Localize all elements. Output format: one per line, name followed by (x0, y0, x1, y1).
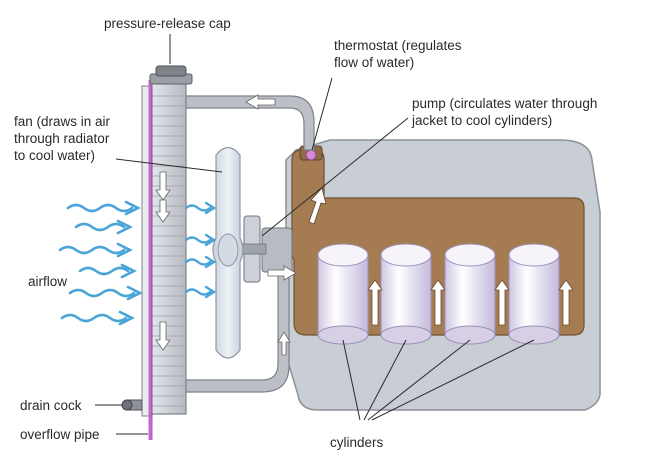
white-arrow-icon (267, 265, 297, 281)
label-thermostat-line-2: flow of water) (334, 55, 414, 70)
white-arrow-icon (367, 279, 383, 326)
wavy-arrow-icon (184, 233, 217, 247)
label-fan-line-2: through radiator (14, 131, 110, 146)
label-fan: fan (draws in air through radiator to co… (14, 114, 114, 163)
white-arrow-icon (308, 187, 327, 225)
cylinder-3 (444, 243, 496, 345)
wavy-arrow-icon (184, 201, 217, 215)
white-arrow-icon (430, 279, 446, 326)
wavy-arrow-icon (184, 285, 217, 299)
cylinder-2 (380, 243, 432, 345)
wavy-arrow-icon (74, 219, 133, 235)
leader-cylinder-3 (367, 339, 471, 421)
label-pressure-release-cap: pressure-release cap (104, 16, 231, 31)
label-pump: pump (circulates water through jacket to… (411, 96, 601, 128)
radiator-flow-arrows (155, 171, 171, 351)
wavy-arrow-icon (78, 263, 137, 279)
cylinder-group (317, 243, 560, 345)
leader-cylinder-2 (363, 339, 407, 421)
leader-pump (261, 117, 409, 237)
white-arrow-icon (155, 171, 171, 201)
water-pump (231, 215, 293, 283)
airflow-arrows-inner (184, 201, 217, 299)
white-arrow-icon (277, 331, 291, 356)
label-overflow-pipe: overflow pipe (20, 427, 100, 442)
leader-fan (115, 158, 223, 173)
white-arrow-icon (245, 94, 276, 110)
fan-hub (217, 233, 239, 267)
label-thermostat-line-1: thermostat (regulates (334, 38, 462, 53)
airflow-arrows (58, 200, 143, 326)
cylinder-4 (508, 243, 560, 345)
wavy-arrow-icon (184, 255, 217, 269)
white-arrow-icon (494, 279, 510, 326)
label-pump-line-1: pump (circulates water through (412, 96, 597, 111)
leader-lines (95, 34, 535, 435)
wavy-arrow-icon (68, 285, 143, 301)
label-fan-line-3: to cool water) (14, 148, 95, 163)
label-pump-line-2: jacket to cool cylinders) (411, 113, 552, 128)
top-hose (182, 95, 315, 151)
white-arrow-icon (155, 199, 171, 223)
wavy-arrow-icon (66, 200, 141, 216)
pressure-release-cap (149, 65, 193, 85)
jacket-flow-arrows (367, 279, 574, 326)
white-arrow-icon (155, 321, 171, 351)
leader-cylinder-4 (371, 339, 535, 421)
label-fan-line-1: fan (draws in air (14, 114, 111, 129)
label-drain-cock: drain cock (20, 398, 82, 413)
wavy-arrow-icon (58, 242, 133, 258)
label-cylinders: cylinders (330, 435, 384, 450)
wavy-arrow-icon (60, 310, 135, 326)
label-thermostat: thermostat (regulates flow of water) (334, 38, 465, 70)
leader-thermostat (311, 77, 333, 151)
label-airflow: airflow (28, 274, 67, 289)
thermostat-valve (305, 149, 317, 161)
cylinder-1 (317, 243, 369, 345)
drain-cock (121, 399, 143, 411)
leader-cylinder-1 (342, 339, 361, 421)
white-arrow-icon (558, 279, 574, 326)
